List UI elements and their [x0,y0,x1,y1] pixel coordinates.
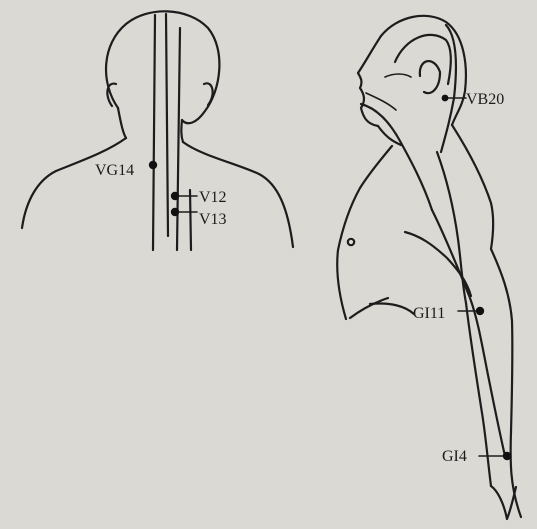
back-head-outline [106,11,219,123]
back-neck-right [181,120,183,142]
back-view-figure: VG14 V12 V13 [22,11,293,250]
side-shoulder [452,125,493,249]
vb20-point [442,95,449,102]
back-left-shoulder [22,138,126,228]
gi11-label: GI11 [413,305,445,322]
side-ear [420,61,440,93]
side-chest [337,146,392,319]
gi4-point [503,452,511,460]
bladder-meridian-line-middle [177,28,180,250]
back-right-ear [204,83,213,105]
bladder-meridian-line-inner [166,14,168,236]
side-hair-swirl [395,35,451,84]
v13-point [171,208,179,216]
vb20-label: VB20 [466,91,504,108]
vg14-label: VG14 [95,162,134,179]
v13-label: V13 [199,211,227,228]
v12-label: V12 [199,189,227,206]
v12-point [171,192,179,200]
governor-vessel-line [153,15,155,250]
vg14-point [149,161,157,169]
back-neck-left [118,108,126,138]
nipple [348,239,354,245]
large-intestine-meridian-arm [432,210,505,456]
gi4-label: GI4 [442,448,467,465]
gi11-point [476,307,484,315]
side-forearm-outer [491,249,521,517]
side-eye [385,74,411,77]
side-waist [370,303,414,314]
side-view-figure: VB20 GI11 GI4 [337,16,521,519]
bladder-meridian-line-outer [190,190,191,250]
side-hand [491,486,516,519]
side-sleeve-edge [350,298,388,318]
large-intestine-meridian-face [361,104,432,210]
